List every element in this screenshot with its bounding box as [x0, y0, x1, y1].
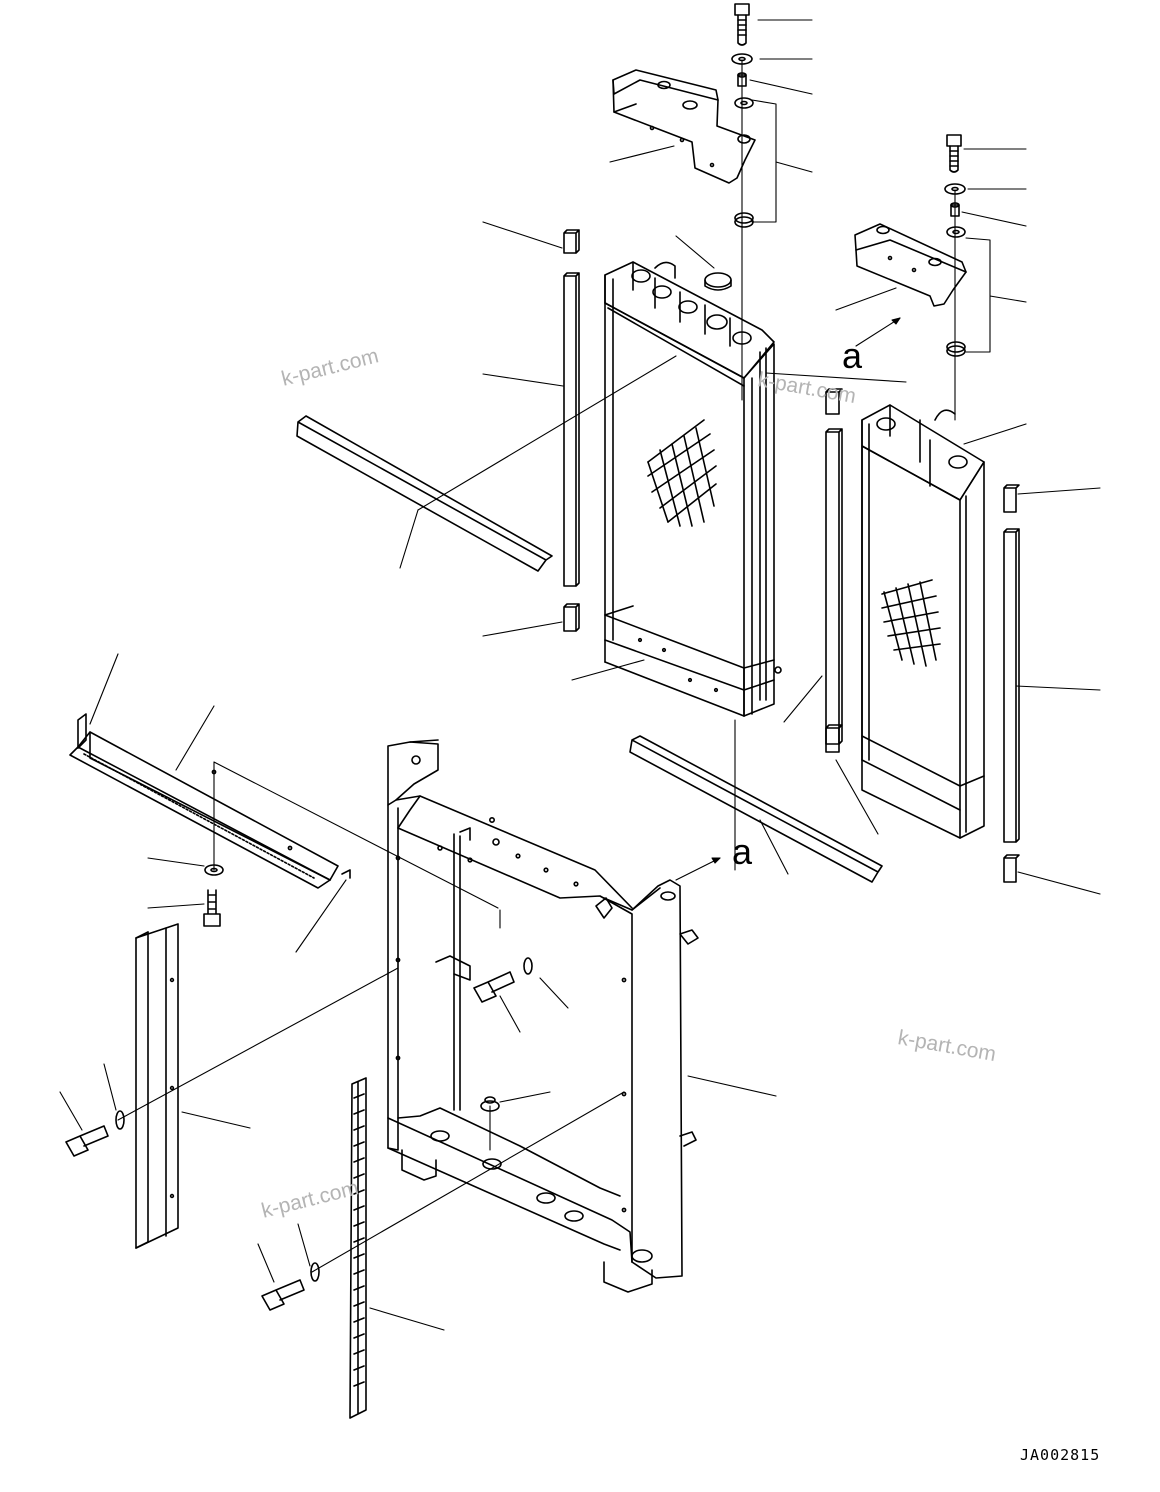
bolt	[65, 889, 515, 1311]
mount-cushion-2	[946, 226, 966, 357]
bracket-left	[69, 713, 351, 889]
bracket-upper-2	[854, 223, 967, 307]
view-callout-a-lower: a	[732, 831, 753, 872]
foam-seal-bar	[296, 415, 883, 883]
mount-cushion-1	[734, 97, 754, 228]
frame	[387, 739, 699, 1293]
side-plate	[135, 923, 367, 1419]
view-callout-a-upper: a	[842, 335, 863, 376]
drawing-code: JA002815	[1020, 1446, 1101, 1464]
bracket-upper-1	[612, 69, 756, 184]
oil-cooler	[861, 404, 985, 839]
bolt-top-1	[734, 3, 750, 46]
seal-strip	[563, 272, 1020, 843]
radiator-cap	[704, 272, 732, 291]
bolt-top-2	[946, 134, 962, 173]
radiator	[604, 261, 782, 717]
seal-block	[563, 229, 1020, 883]
leader-lines	[59, 19, 1101, 1331]
